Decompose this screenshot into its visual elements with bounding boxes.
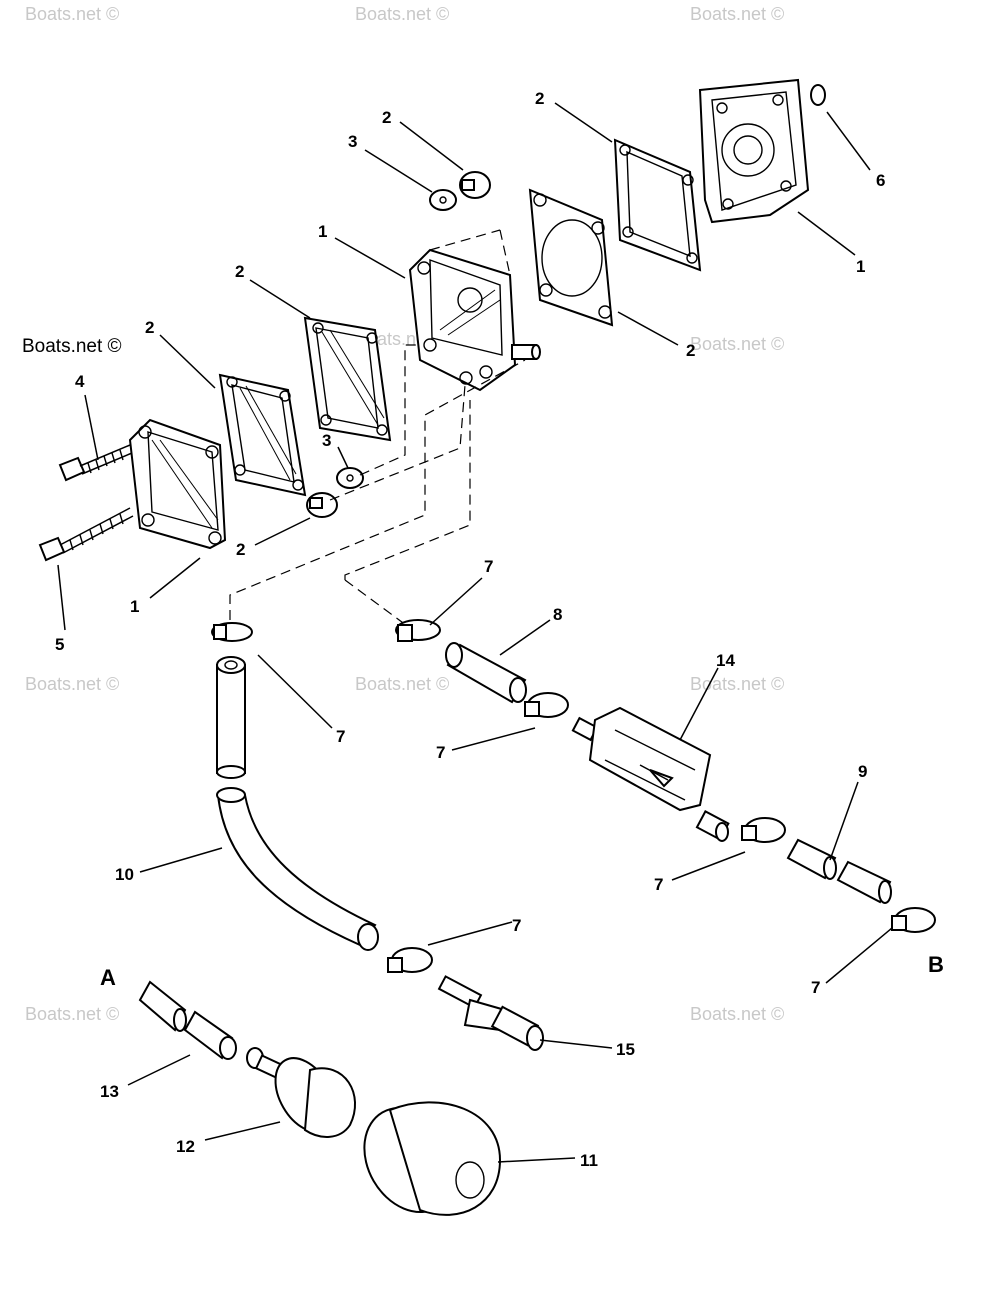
callout-label: 1 bbox=[856, 257, 865, 276]
washer-upper bbox=[429, 189, 457, 211]
connector-tube-13 bbox=[183, 1010, 237, 1060]
watermark: Boats.net © bbox=[25, 674, 119, 694]
pump-cover-rear bbox=[698, 78, 810, 224]
watermark: Boats.net © bbox=[690, 1004, 784, 1024]
hose-fitting bbox=[437, 975, 544, 1051]
section-marker-a: A bbox=[100, 965, 116, 990]
watermark-layer: Boats.net © Boats.net © Boats.net © Boat… bbox=[22, 4, 784, 1024]
callout-label: 7 bbox=[436, 743, 445, 762]
callout-label: 12 bbox=[176, 1137, 195, 1156]
fuel-hose-short bbox=[216, 656, 246, 779]
watermark: Boats.net © bbox=[25, 1004, 119, 1024]
callout-label: 3 bbox=[348, 132, 357, 151]
callout-label: 7 bbox=[336, 727, 345, 746]
callout-label: 6 bbox=[876, 171, 885, 190]
fuel-hose-segment bbox=[445, 642, 527, 704]
hose-clamp-1 bbox=[211, 622, 253, 642]
callout-label: 2 bbox=[686, 341, 695, 360]
hose-clamp-6 bbox=[387, 947, 433, 973]
screw-short bbox=[58, 444, 133, 482]
gasket-left-mid bbox=[303, 316, 392, 442]
fuel-pump-body bbox=[408, 229, 541, 392]
callout-label: 11 bbox=[580, 1151, 598, 1170]
fuel-filter bbox=[571, 706, 730, 842]
callout-label: 4 bbox=[75, 372, 85, 391]
gasket-upper-right bbox=[613, 138, 702, 272]
hose-clamp-2 bbox=[395, 619, 441, 642]
callout-label: 2 bbox=[145, 318, 154, 337]
callout-label: 14 bbox=[716, 651, 735, 670]
callout-label: 7 bbox=[484, 557, 493, 576]
callout-labels: 2 3 2 6 1 1 2 2 2 4 3 2 5 1 7 8 14 7 7 1… bbox=[55, 89, 944, 1170]
callout-label: 10 bbox=[115, 865, 134, 884]
watermark: Boats.net © bbox=[690, 334, 784, 354]
watermark: Boats.net © bbox=[690, 674, 784, 694]
callout-label: 13 bbox=[100, 1082, 119, 1101]
screw-long bbox=[38, 507, 134, 562]
callout-label: 7 bbox=[512, 916, 521, 935]
callout-label: 1 bbox=[318, 222, 327, 241]
callout-label: 15 bbox=[616, 1040, 635, 1059]
assembly-dashed-lines bbox=[229, 344, 526, 629]
hose-clamp-3 bbox=[524, 692, 569, 718]
washer-lower bbox=[336, 467, 364, 489]
check-valve-upper bbox=[459, 171, 491, 199]
callout-label: 9 bbox=[858, 762, 867, 781]
pump-cover-front bbox=[128, 418, 227, 550]
callout-label: 7 bbox=[811, 978, 820, 997]
callout-label: 2 bbox=[236, 540, 245, 559]
brand-watermark: Boats.net © bbox=[22, 336, 122, 357]
leader-lines bbox=[57, 102, 893, 1163]
callout-label: 1 bbox=[130, 597, 139, 616]
diaphragm bbox=[528, 188, 614, 327]
watermark: Boats.net © bbox=[25, 4, 119, 24]
callout-label: 2 bbox=[535, 89, 544, 108]
hose-clamp-5 bbox=[891, 907, 936, 933]
connector-A-tube bbox=[138, 980, 187, 1032]
callout-label: 8 bbox=[553, 605, 562, 624]
watermark: Boats.net © bbox=[690, 4, 784, 24]
watermark: Boats.net © bbox=[355, 674, 449, 694]
callout-label: 3 bbox=[322, 431, 331, 450]
section-marker-b: B bbox=[928, 952, 944, 977]
primer-bulb-cover bbox=[363, 1101, 502, 1216]
watermark: Boats.net © bbox=[355, 4, 449, 24]
o-ring bbox=[810, 84, 826, 106]
callout-label: 7 bbox=[654, 875, 663, 894]
callout-label: 5 bbox=[55, 635, 64, 654]
callout-label: 2 bbox=[235, 262, 244, 281]
gasket-left bbox=[218, 373, 307, 497]
primer-bulb-valve bbox=[246, 1047, 356, 1138]
check-valve-lower bbox=[306, 492, 338, 518]
fuel-hose-long bbox=[216, 787, 379, 951]
hose-clamp-4 bbox=[741, 817, 786, 843]
callout-label: 2 bbox=[382, 108, 391, 127]
fuel-hose-9 bbox=[786, 838, 892, 904]
